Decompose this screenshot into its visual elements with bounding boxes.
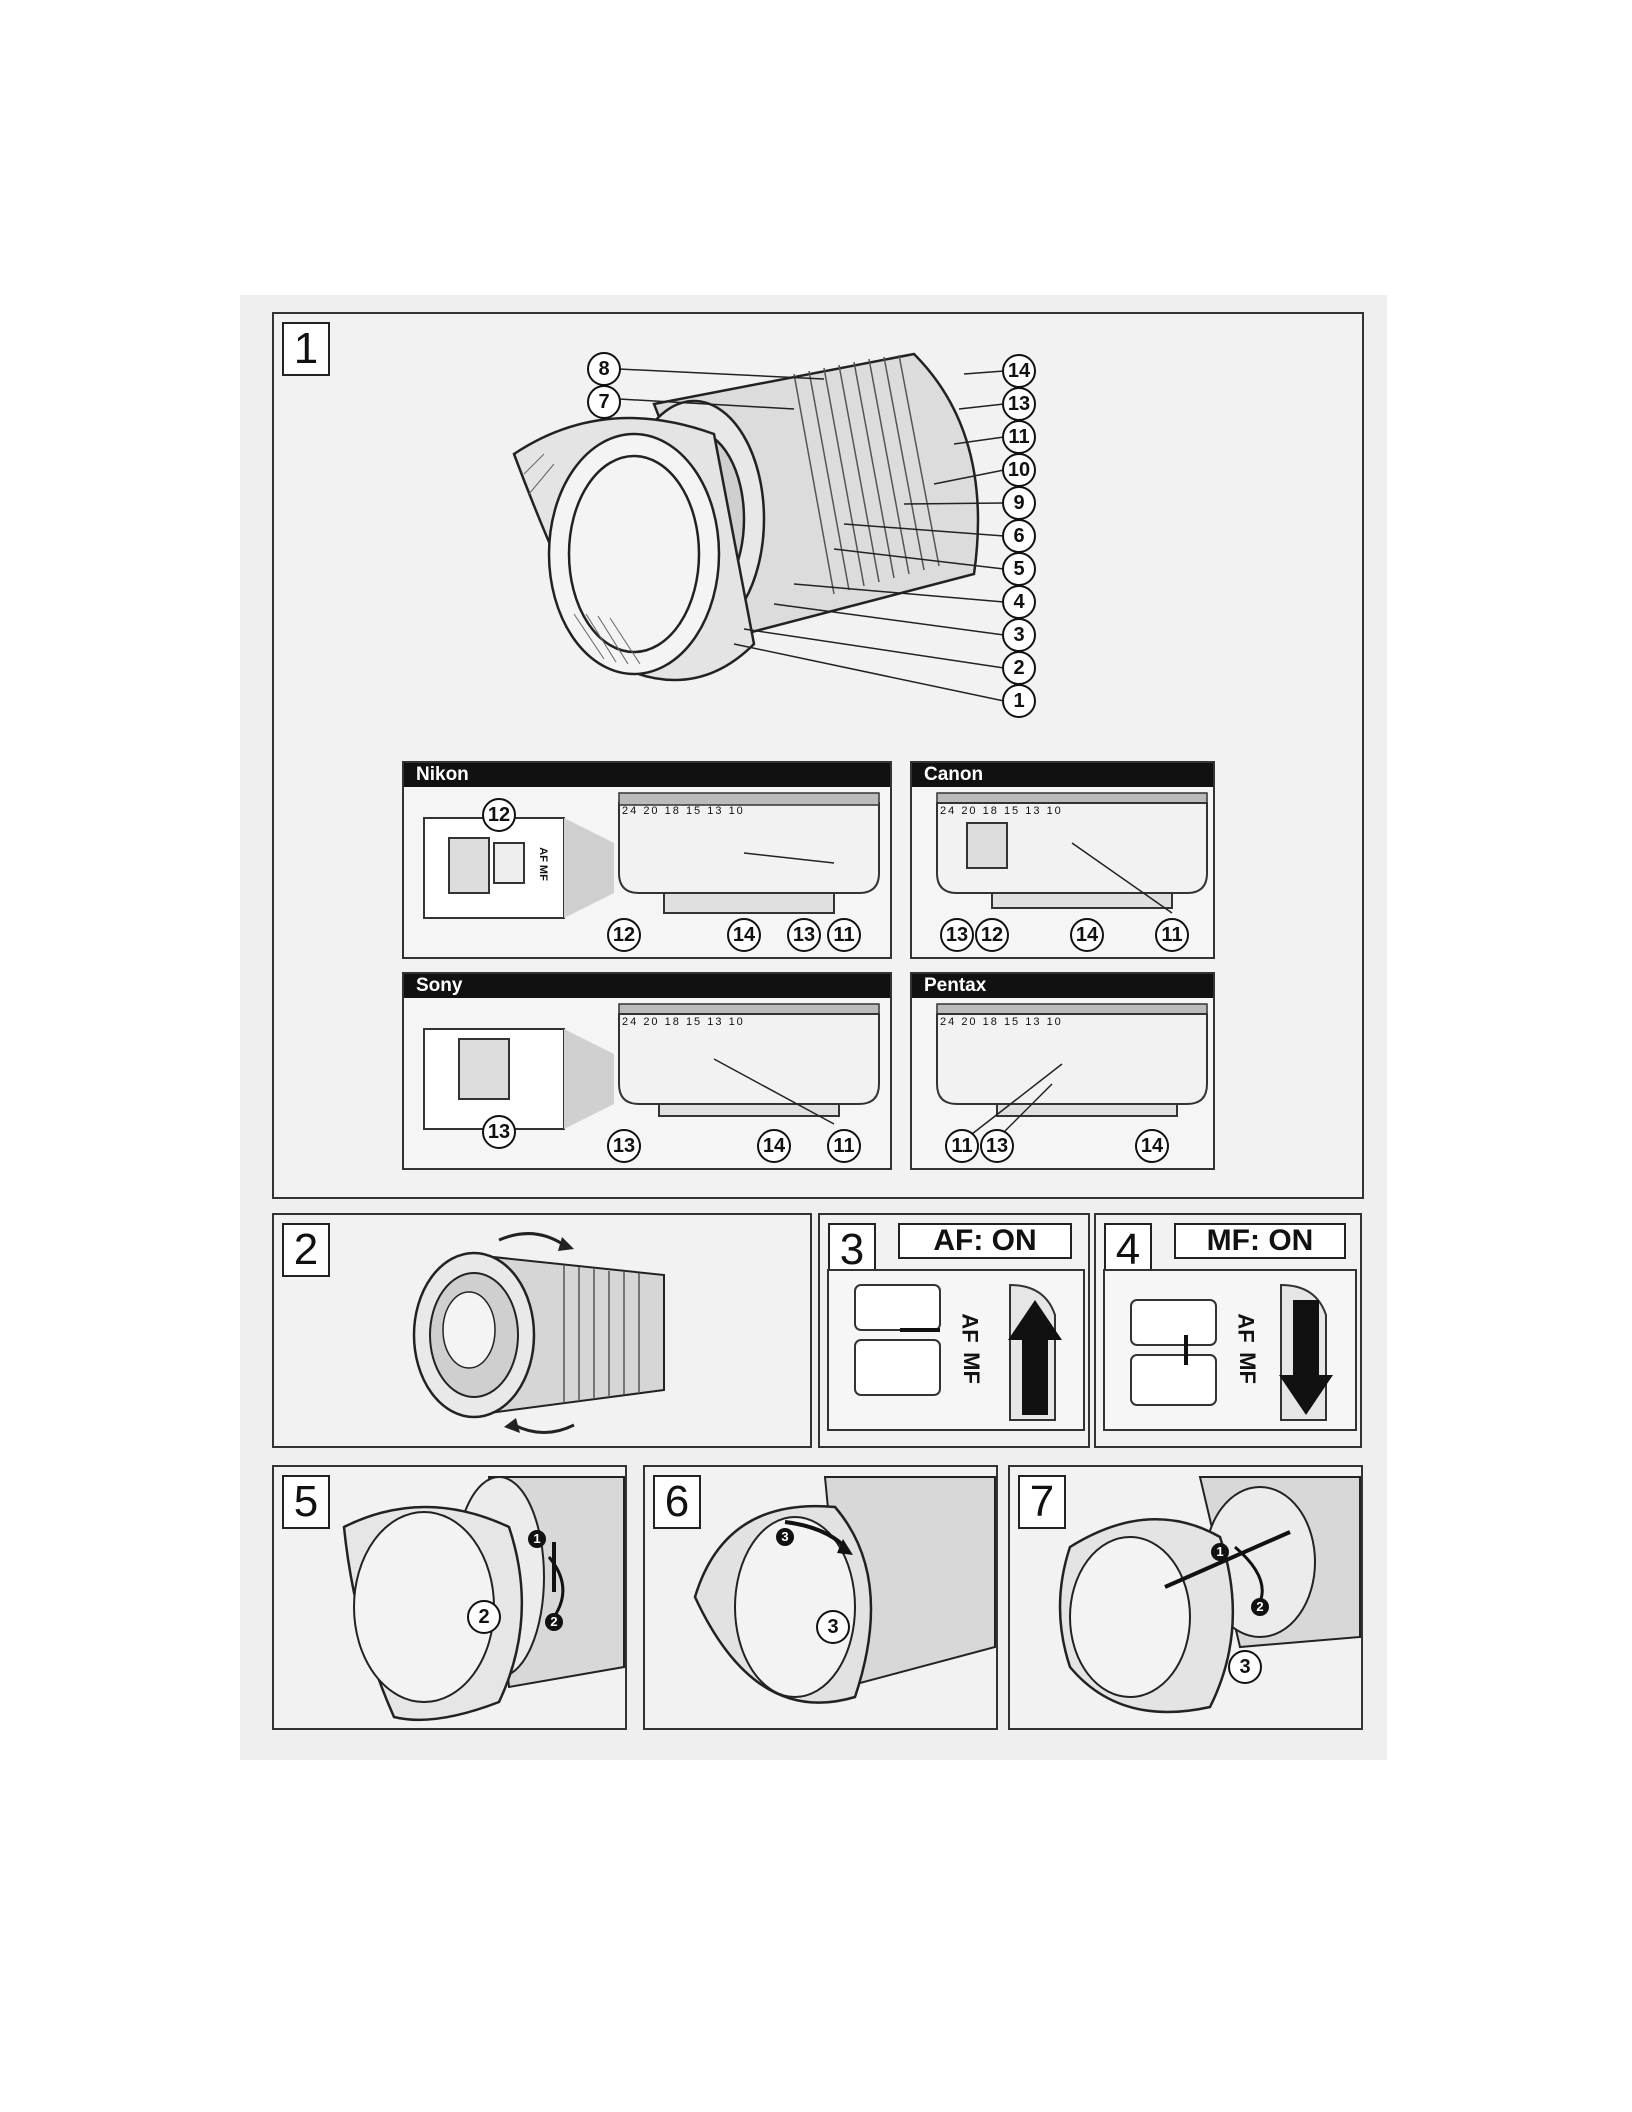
callout-6: 6 bbox=[1002, 519, 1036, 553]
sony-mount-drawing bbox=[404, 974, 894, 1172]
scale-18: 18 bbox=[665, 805, 681, 817]
lens-rotation-drawing bbox=[274, 1215, 814, 1450]
callout-13: 13 bbox=[980, 1129, 1014, 1163]
hood-attach-drawing bbox=[274, 1467, 629, 1732]
scale-18: 18 bbox=[665, 1016, 681, 1028]
figure-6: 6 3 3 bbox=[643, 1465, 998, 1730]
scale-15: 15 bbox=[1004, 1016, 1020, 1028]
scale-24: 24 bbox=[622, 1016, 638, 1028]
scale-13: 13 bbox=[707, 1016, 723, 1028]
callout-10: 10 bbox=[1002, 453, 1036, 487]
callout-2: 2 bbox=[1002, 651, 1036, 685]
callout-12: 12 bbox=[975, 918, 1009, 952]
scale-20: 20 bbox=[643, 805, 659, 817]
callout-13: 13 bbox=[787, 918, 821, 952]
scale-20: 20 bbox=[961, 805, 977, 817]
scale-18: 18 bbox=[983, 1016, 999, 1028]
scale-13: 13 bbox=[1025, 1016, 1041, 1028]
callout-11: 11 bbox=[945, 1129, 979, 1163]
mf-switch-drawing bbox=[1096, 1215, 1364, 1450]
scale-13: 13 bbox=[1025, 805, 1041, 817]
callout-14: 14 bbox=[1070, 918, 1104, 952]
hood-lock-drawing bbox=[645, 1467, 1000, 1732]
scale-24: 24 bbox=[940, 805, 956, 817]
af-mf-switch-label: AF MF bbox=[537, 847, 549, 881]
scale-15: 15 bbox=[1004, 805, 1020, 817]
callout-13: 13 bbox=[1002, 387, 1036, 421]
step-bullet-1: 1 bbox=[1211, 1543, 1229, 1561]
callout-2: 2 bbox=[467, 1600, 501, 1634]
callout-13: 13 bbox=[607, 1129, 641, 1163]
callout-11: 11 bbox=[1002, 420, 1036, 454]
scale-13: 13 bbox=[707, 805, 723, 817]
canon-scale: 24 20 18 15 13 10 bbox=[940, 805, 1063, 817]
callout-7: 7 bbox=[587, 385, 621, 419]
callout-13: 13 bbox=[482, 1115, 516, 1149]
figure-3: 3 AF: ON AF MF bbox=[818, 1213, 1090, 1448]
scale-15: 15 bbox=[686, 1016, 702, 1028]
scale-15: 15 bbox=[686, 805, 702, 817]
callout-12: 12 bbox=[607, 918, 641, 952]
pentax-scale: 24 20 18 15 13 10 bbox=[940, 1016, 1063, 1028]
scale-20: 20 bbox=[643, 1016, 659, 1028]
scale-18: 18 bbox=[983, 805, 999, 817]
step-bullet-1: 1 bbox=[528, 1530, 546, 1548]
af-label: AF bbox=[1233, 1313, 1259, 1342]
figure-4: 4 MF: ON AF MF bbox=[1094, 1213, 1362, 1448]
callout-3: 3 bbox=[816, 1610, 850, 1644]
af-label: AF bbox=[957, 1313, 983, 1342]
mount-nikon: Nikon 24 20 18 15 13 10 AF MF 12 1 bbox=[402, 761, 892, 959]
figure-7: 7 1 2 3 bbox=[1008, 1465, 1363, 1730]
callout-14: 14 bbox=[1135, 1129, 1169, 1163]
mount-canon: Canon 24 20 18 15 13 10 13 12 14 11 bbox=[910, 761, 1215, 959]
scale-10: 10 bbox=[729, 1016, 745, 1028]
callout-8: 8 bbox=[587, 352, 621, 386]
nikon-scale: 24 20 18 15 13 10 bbox=[622, 805, 745, 817]
scale-20: 20 bbox=[961, 1016, 977, 1028]
mf-label: MF bbox=[1234, 1352, 1260, 1384]
figure-5: 5 1 2 2 bbox=[272, 1465, 627, 1730]
callout-3: 3 bbox=[1228, 1650, 1262, 1684]
callout-1: 1 bbox=[1002, 684, 1036, 718]
callout-11: 11 bbox=[827, 1129, 861, 1163]
callout-13: 13 bbox=[940, 918, 974, 952]
mf-label: MF bbox=[958, 1352, 984, 1384]
callout-3: 3 bbox=[1002, 618, 1036, 652]
step-bullet-2: 2 bbox=[545, 1613, 563, 1631]
mount-pentax: Pentax 24 20 18 15 13 10 11 13 14 bbox=[910, 972, 1215, 1170]
callout-9: 9 bbox=[1002, 486, 1036, 520]
callout-12: 12 bbox=[482, 798, 516, 832]
callout-14: 14 bbox=[1002, 354, 1036, 388]
callout-11: 11 bbox=[827, 918, 861, 952]
scale-24: 24 bbox=[622, 805, 638, 817]
step-bullet-2: 2 bbox=[1251, 1598, 1269, 1616]
callout-14: 14 bbox=[757, 1129, 791, 1163]
hood-reverse-drawing bbox=[1010, 1467, 1365, 1732]
mount-sony: Sony 24 20 18 15 13 10 13 13 14 11 bbox=[402, 972, 892, 1170]
figure-1: 1 bbox=[272, 312, 1364, 1199]
sony-scale: 24 20 18 15 13 10 bbox=[622, 1016, 745, 1028]
scale-24: 24 bbox=[940, 1016, 956, 1028]
callout-11: 11 bbox=[1155, 918, 1189, 952]
scale-10: 10 bbox=[1047, 1016, 1063, 1028]
instruction-sheet: 1 bbox=[240, 295, 1387, 1760]
callout-14: 14 bbox=[727, 918, 761, 952]
scale-10: 10 bbox=[1047, 805, 1063, 817]
step-bullet-3: 3 bbox=[776, 1528, 794, 1546]
figure-2: 2 bbox=[272, 1213, 812, 1448]
callout-5: 5 bbox=[1002, 552, 1036, 586]
scale-10: 10 bbox=[729, 805, 745, 817]
callout-4: 4 bbox=[1002, 585, 1036, 619]
